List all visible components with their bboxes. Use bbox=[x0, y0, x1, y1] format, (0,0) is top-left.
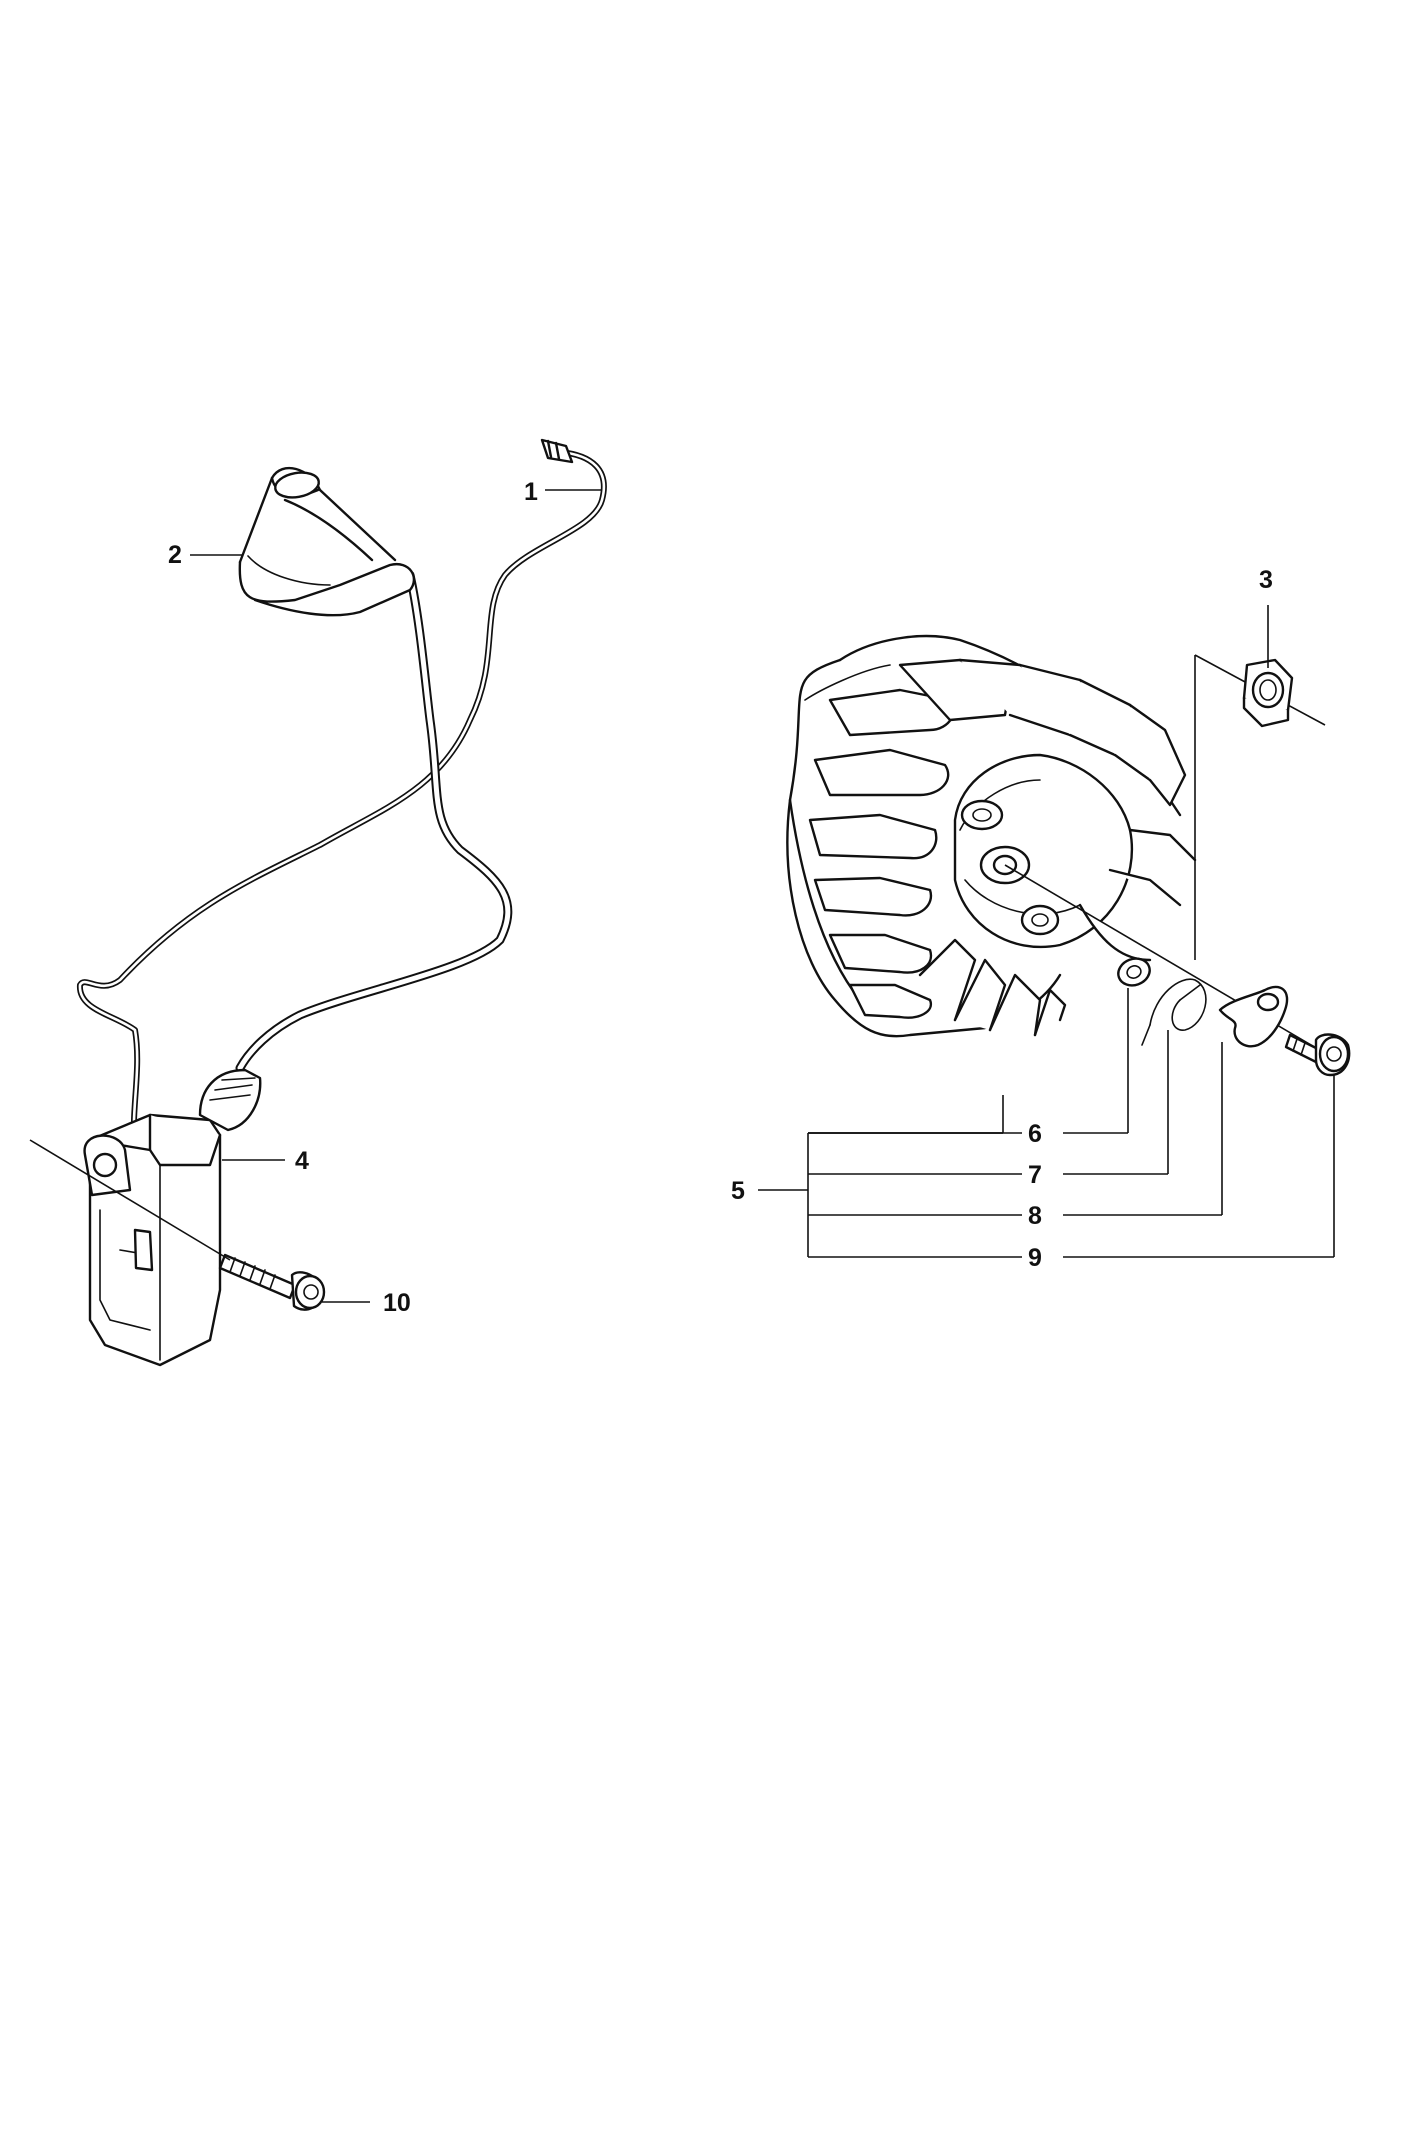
leader-lines bbox=[190, 489, 1335, 1303]
label-part-7: 7 bbox=[1028, 1161, 1042, 1189]
flywheel-nut bbox=[1242, 658, 1294, 728]
module-screw bbox=[218, 1253, 326, 1311]
pawl-spring bbox=[1141, 978, 1207, 1046]
pawl-screw bbox=[1284, 1033, 1351, 1077]
starter-pawl bbox=[1218, 985, 1289, 1048]
label-part-4: 4 bbox=[295, 1147, 309, 1175]
flywheel bbox=[786, 634, 1197, 1038]
washer bbox=[1117, 957, 1151, 987]
spark-plug-boot bbox=[238, 467, 416, 617]
label-part-3: 3 bbox=[1259, 566, 1273, 594]
module-axis-line bbox=[29, 1139, 231, 1261]
ht-lead bbox=[235, 570, 513, 1073]
shaft-axis-line bbox=[1004, 864, 1346, 1066]
label-part-8: 8 bbox=[1028, 1202, 1042, 1230]
label-part-2: 2 bbox=[168, 541, 182, 569]
label-part-10: 10 bbox=[383, 1289, 411, 1317]
ground-terminal bbox=[540, 438, 574, 464]
ignition-module bbox=[83, 1068, 262, 1367]
ground-wire bbox=[77, 449, 607, 1203]
label-part-5: 5 bbox=[731, 1177, 745, 1205]
label-part-9: 9 bbox=[1028, 1244, 1042, 1272]
label-part-6: 6 bbox=[1028, 1120, 1042, 1148]
label-part-1: 1 bbox=[524, 478, 538, 506]
